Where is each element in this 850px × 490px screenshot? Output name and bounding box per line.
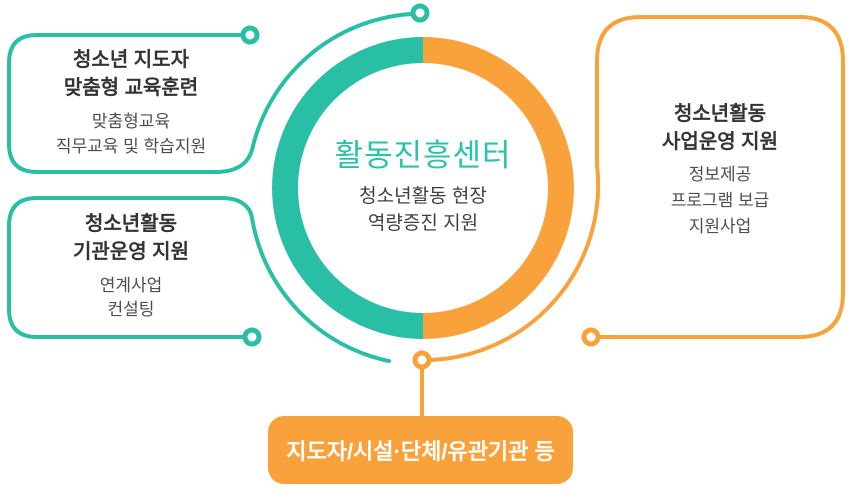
right-box-outline [429, 15, 845, 362]
top-left-box-body: 맞춤형교육 직무교육 및 학습지원 [9, 109, 253, 159]
center-subtitle-line2: 역량증진 지원 [367, 213, 479, 234]
right-box-connector-ring [581, 327, 601, 347]
top-left-box-title-line2: 맞춤형 교육훈련 [63, 77, 199, 99]
center-title: 활동진흥센터 [334, 138, 512, 173]
bottom-left-box-body-line2: 컨설팅 [107, 300, 155, 319]
top-left-box-title-line1: 청소년 지도자 [73, 49, 189, 71]
donut-right-half [423, 37, 574, 339]
bottom-left-box-body: 연계사업 컨설팅 [9, 274, 253, 322]
right-box-body-line3: 지원사업 [688, 217, 752, 236]
bottom-left-box-title-line2: 기관운영 지원 [73, 241, 189, 263]
top-left-connector-ring [240, 25, 260, 45]
right-box-title-line2: 사업운영 지원 [662, 131, 778, 153]
bottom-box-label: 지도자/시설·단체/유관기관 등 [286, 439, 555, 464]
bottom-left-box-title: 청소년활동 기관운영 지원 [9, 210, 253, 266]
top-center-connector-ring [410, 3, 430, 23]
bottom-left-connector-ring [242, 327, 262, 347]
top-left-box-body-line2: 직무교육 및 학습지원 [55, 137, 207, 156]
right-box-title: 청소년활동 사업운영 지원 [597, 100, 843, 156]
bottom-label-box [268, 416, 573, 484]
bottom-left-box-outline [7, 196, 391, 363]
right-box-body-line1: 정보제공 [688, 165, 752, 184]
right-box-body-line2: 프로그램 보급 [670, 191, 770, 210]
bottom-left-box-body-line1: 연계사업 [99, 276, 163, 295]
right-box-title-line1: 청소년활동 [674, 103, 766, 125]
center-subtitle: 청소년활동 현장 역량증진 지원 [303, 183, 543, 237]
center-subtitle-line1: 청소년활동 현장 [359, 186, 487, 207]
bottom-center-connector-ring [412, 350, 432, 370]
top-left-box-title: 청소년 지도자 맞춤형 교육훈련 [9, 46, 253, 102]
top-left-box-outline [7, 12, 413, 174]
bottom-left-box-title-line1: 청소년활동 [85, 213, 177, 235]
right-box-body: 정보제공 프로그램 보급 지원사업 [597, 162, 843, 240]
donut-left-half [272, 37, 423, 339]
top-left-box-body-line1: 맞춤형교육 [91, 112, 171, 131]
